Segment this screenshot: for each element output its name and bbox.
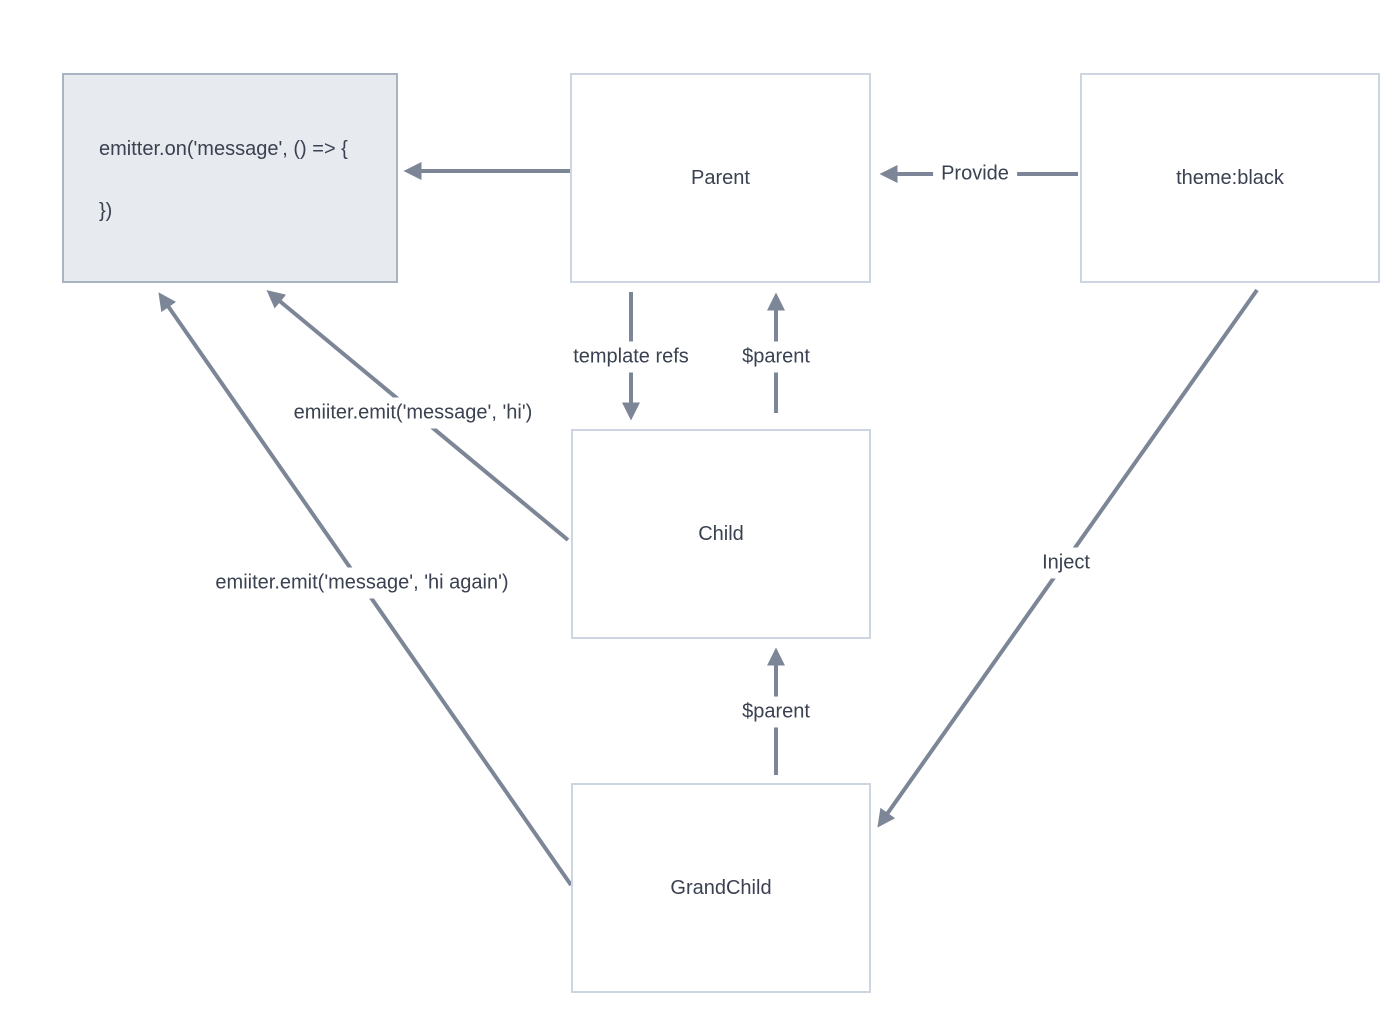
node-grandchild: GrandChild	[571, 783, 871, 993]
edge-label-provide: Provide	[933, 158, 1017, 190]
node-grandchild-label: GrandChild	[670, 876, 772, 899]
edge-label-template-refs: template refs	[565, 341, 697, 373]
node-child: Child	[571, 429, 871, 639]
node-emitter-listener: emitter.on('message', () => { })	[62, 73, 398, 283]
edge-label-parent-upper: $parent	[734, 341, 818, 373]
node-theme-provider-label: theme:black	[1176, 166, 1284, 189]
node-parent: Parent	[570, 73, 871, 283]
edge-label-emit-hi-again: emiiter.emit('message', 'hi again')	[207, 567, 517, 599]
node-parent-label: Parent	[691, 166, 750, 189]
edge-label-parent-lower: $parent	[734, 696, 818, 728]
node-theme-provider: theme:black	[1080, 73, 1380, 283]
code-line-1: emitter.on('message', () => {	[99, 138, 348, 160]
node-child-label: Child	[698, 522, 744, 545]
edge-label-inject: Inject	[1034, 547, 1098, 579]
edge-label-emit-hi: emiiter.emit('message', 'hi')	[285, 397, 541, 429]
code-line-2: })	[99, 200, 113, 222]
